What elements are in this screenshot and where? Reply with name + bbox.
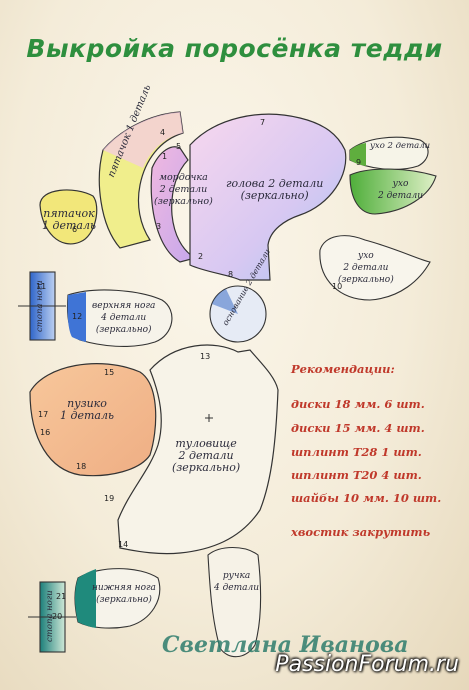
author-signature: Светлана Иванова [162,632,409,658]
arm-piece [207,546,262,658]
seam-number: 2 [198,252,204,261]
recommendation-item: шплинт Т28 1 шт. [291,445,422,459]
seam-number: 13 [200,352,211,361]
seam-number: 5 [176,142,182,151]
ear-top-label: ухо 2 детали [370,141,431,151]
snout-piece-small [39,189,98,245]
ear-piece-top [349,136,429,170]
recommendation-item: шайбы 10 мм. 10 шт. [291,491,442,505]
belly-piece [29,363,157,477]
seam-number: 15 [104,368,115,377]
muzzle-piece [150,146,197,263]
seam-number: 20 [52,612,63,621]
seam-number: 6 [72,225,78,234]
seam-number: 3 [156,222,162,231]
seam-number: 12 [72,312,83,321]
body-piece [117,344,279,555]
seam-number: 7 [260,118,266,127]
seam-number: 21 [56,592,67,601]
recommendation-item: диски 18 мм. 6 шт. [291,397,425,411]
head-piece [189,113,347,281]
ear-piece-middle [349,168,437,215]
seam-number: 17 [38,410,49,419]
seam-number: 1 [162,152,168,161]
seam-number: 19 [104,494,115,503]
recommendation-item: диски 15 мм. 4 шт. [291,421,425,435]
tail-note: хвостик закрутить [291,525,431,539]
seam-number: 11 [36,282,47,291]
ear-piece-lower [319,235,431,301]
seam-number: 14 [118,540,129,549]
watermark: PassionForum.ru [275,652,459,677]
seam-number: 18 [76,462,87,471]
lower-leg-label: нижняя нога(зеркально) [92,583,156,605]
recommendation-item: шплинт Т20 4 шт. [291,468,422,482]
seam-number: 9 [356,158,362,167]
page-title: Выкройка поросёнка тедди [26,34,443,63]
recommendations-heading: Рекомендации: [291,362,395,376]
head-label: голова 2 детали(зеркально) [226,177,324,202]
seam-number: 4 [160,128,166,137]
seam-number: 8 [228,270,234,279]
seam-number: 10 [332,282,343,291]
seam-number: 16 [40,428,51,437]
